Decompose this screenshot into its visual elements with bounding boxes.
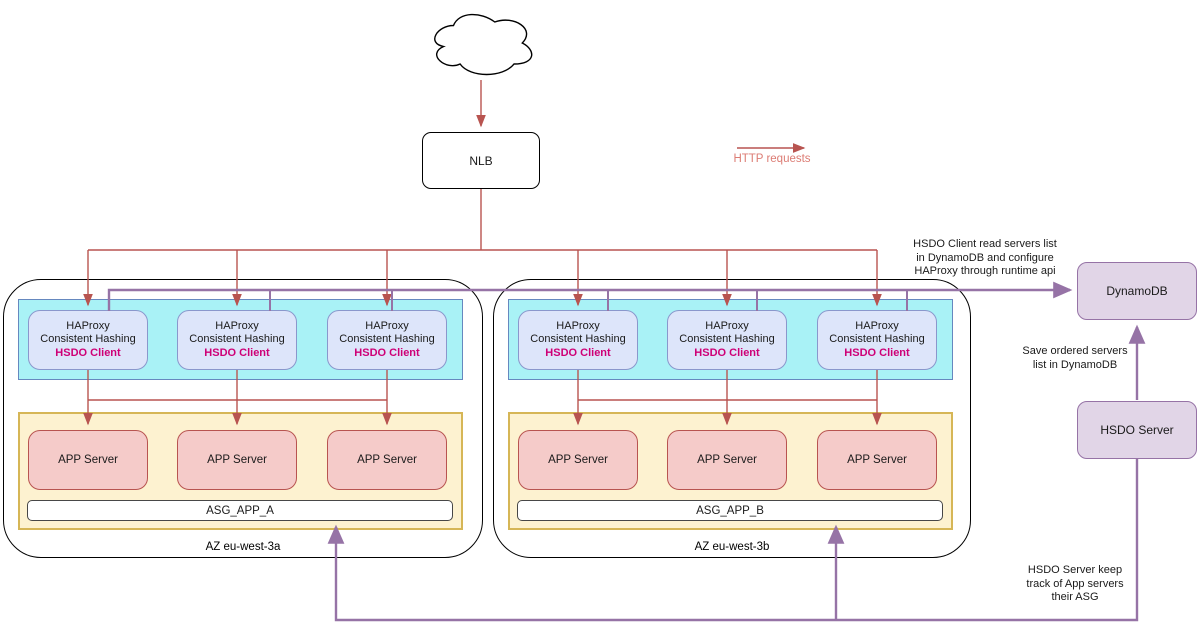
annotation-track-line1: HSDO Server keep xyxy=(1027,564,1123,576)
haproxy-b1-line2: Consistent Hashing xyxy=(530,333,626,346)
haproxy-b2-line1: HAProxy xyxy=(705,319,749,332)
haproxy-b1-line1: HAProxy xyxy=(556,319,600,332)
haproxy-b3-line2: Consistent Hashing xyxy=(829,333,925,346)
haproxy-b2: HAProxy Consistent Hashing HSDO Client xyxy=(667,310,787,370)
haproxy-a2-line1: HAProxy xyxy=(215,319,259,332)
haproxy-a2: HAProxy Consistent Hashing HSDO Client xyxy=(177,310,297,370)
app-server-a1: APP Server xyxy=(28,430,148,490)
az-b-label: AZ eu-west-3b xyxy=(694,541,770,553)
haproxy-a3-hsdo-client: HSDO Client xyxy=(354,346,420,359)
app-server-b1: APP Server xyxy=(518,430,638,490)
annotation-keep-track: HSDO Server keep track of App servers th… xyxy=(1013,564,1137,605)
haproxy-b3-line1: HAProxy xyxy=(855,319,899,332)
haproxy-a3-line2: Consistent Hashing xyxy=(339,333,435,346)
asg-app-b-bar: ASG_APP_B xyxy=(517,500,943,521)
az-a-label: AZ eu-west-3a xyxy=(205,541,281,553)
haproxy-a3: HAProxy Consistent Hashing HSDO Client xyxy=(327,310,447,370)
haproxy-a1-line2: Consistent Hashing xyxy=(40,333,136,346)
haproxy-a2-line2: Consistent Hashing xyxy=(189,333,285,346)
app-server-a3: APP Server xyxy=(327,430,447,490)
annotation-track-line3: their ASG xyxy=(1051,591,1099,603)
haproxy-a1: HAProxy Consistent Hashing HSDO Client xyxy=(28,310,148,370)
haproxy-b3-hsdo-client: HSDO Client xyxy=(844,346,910,359)
internet-cloud-icon xyxy=(434,13,533,76)
asg-app-a-bar: ASG_APP_A xyxy=(27,500,453,521)
annotation-save-line1: Save ordered servers xyxy=(1022,345,1128,357)
http-requests-legend-label: HTTP requests xyxy=(733,153,811,165)
annotation-read-line1: HSDO Client read servers list xyxy=(913,238,1057,250)
annotation-read-servers: HSDO Client read servers list in DynamoD… xyxy=(900,238,1070,279)
app-server-b3: APP Server xyxy=(817,430,937,490)
hsdo-server-node: HSDO Server xyxy=(1077,401,1197,459)
app-server-a2: APP Server xyxy=(177,430,297,490)
haproxy-b3: HAProxy Consistent Hashing HSDO Client xyxy=(817,310,937,370)
annotation-read-line2: in DynamoDB and configure xyxy=(916,251,1054,264)
annotation-read-line3: HAProxy through runtime api xyxy=(914,265,1056,277)
haproxy-b2-line2: Consistent Hashing xyxy=(679,333,775,346)
haproxy-a3-line1: HAProxy xyxy=(365,319,409,332)
annotation-save-servers: Save ordered servers list in DynamoDB xyxy=(1013,345,1137,372)
haproxy-a1-line1: HAProxy xyxy=(66,319,110,332)
dynamodb-node: DynamoDB xyxy=(1077,262,1197,320)
haproxy-b1: HAProxy Consistent Hashing HSDO Client xyxy=(518,310,638,370)
haproxy-a1-hsdo-client: HSDO Client xyxy=(55,346,121,359)
annotation-track-line2: track of App servers xyxy=(1026,577,1124,590)
haproxy-a2-hsdo-client: HSDO Client xyxy=(204,346,270,359)
annotation-save-line2: list in DynamoDB xyxy=(1032,358,1118,371)
app-server-b2: APP Server xyxy=(667,430,787,490)
haproxy-b2-hsdo-client: HSDO Client xyxy=(694,346,760,359)
haproxy-b1-hsdo-client: HSDO Client xyxy=(545,346,611,359)
nlb-node: NLB xyxy=(422,132,540,189)
